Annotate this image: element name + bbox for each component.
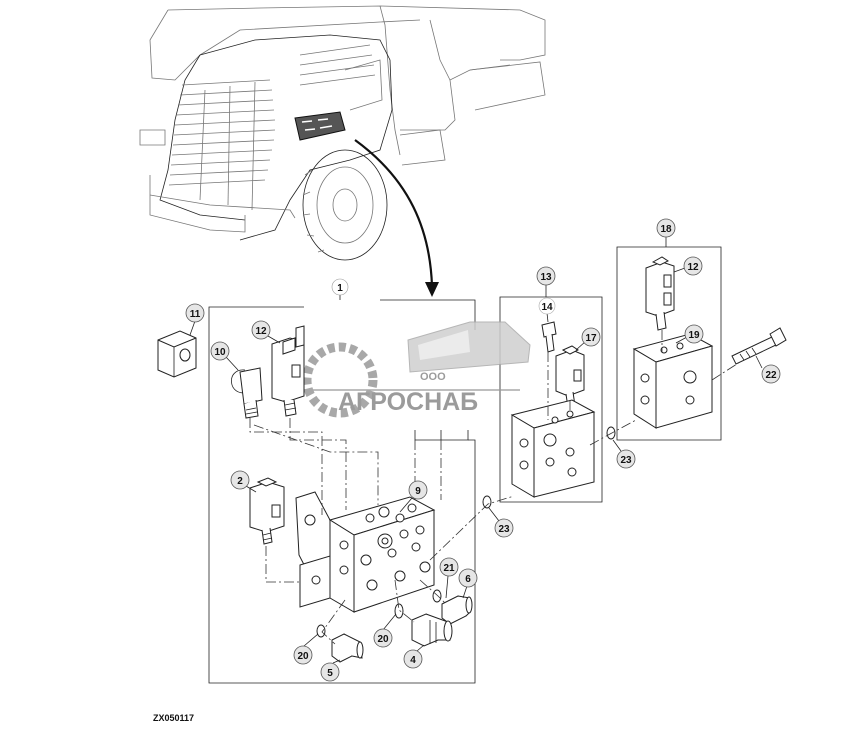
callout-21: 21 bbox=[439, 557, 459, 577]
assembly-13-frame bbox=[499, 296, 603, 503]
svg-text:9: 9 bbox=[415, 486, 421, 497]
callout-14: 14 bbox=[538, 297, 556, 315]
svg-text:4: 4 bbox=[410, 655, 416, 666]
bolt-part-22 bbox=[731, 327, 787, 365]
svg-text:17: 17 bbox=[585, 333, 597, 344]
svg-text:20: 20 bbox=[377, 634, 389, 645]
callout-2: 2 bbox=[230, 470, 250, 490]
svg-text:5: 5 bbox=[327, 668, 333, 679]
callout-19: 19 bbox=[684, 324, 704, 344]
solenoid-valve-part-17 bbox=[555, 345, 585, 409]
valve-block-part-9 bbox=[295, 491, 436, 613]
callout-20-left: 20 bbox=[293, 645, 313, 665]
o-ring-part-20-mid bbox=[394, 603, 404, 619]
fitting-part-5 bbox=[331, 633, 364, 663]
svg-text:11: 11 bbox=[190, 309, 201, 320]
location-arrow bbox=[354, 139, 439, 297]
o-ring-part-20-left bbox=[316, 624, 326, 638]
svg-text:23: 23 bbox=[498, 524, 510, 535]
svg-text:19: 19 bbox=[688, 330, 700, 341]
main-assembly-frame-top bbox=[380, 299, 476, 330]
valve-block-part-13 bbox=[510, 399, 596, 498]
callout-9: 9 bbox=[408, 480, 428, 500]
o-ring-part-23-lower bbox=[482, 495, 492, 509]
watermark-company-name: АГРОСНАБ bbox=[338, 388, 478, 416]
watermark: ООО АГРОСНАБ bbox=[300, 321, 531, 418]
callout-5: 5 bbox=[320, 662, 340, 682]
solenoid-valve-part-12-left bbox=[271, 325, 305, 417]
callout-17: 17 bbox=[581, 327, 601, 347]
valve-location-marker bbox=[294, 111, 346, 141]
callout-10: 10 bbox=[210, 341, 230, 361]
callout-23-upper: 23 bbox=[616, 449, 636, 469]
callout-balloons: 1 11 10 12 2 9 21 6 4 20 bbox=[185, 218, 781, 682]
o-ring-part-23-upper bbox=[606, 426, 616, 440]
solenoid-valve-part-12-right bbox=[645, 256, 675, 331]
bracket-t bbox=[414, 430, 469, 441]
svg-text:12: 12 bbox=[687, 262, 699, 273]
solenoid-coil-part-11 bbox=[157, 330, 197, 378]
svg-text:2: 2 bbox=[237, 476, 243, 487]
assembly-18-frame bbox=[616, 246, 722, 441]
tractor-grille bbox=[168, 79, 276, 211]
svg-text:23: 23 bbox=[620, 455, 632, 466]
callout-23-lower: 23 bbox=[494, 518, 514, 538]
svg-text:21: 21 bbox=[443, 563, 455, 574]
callout-12-left: 12 bbox=[251, 320, 271, 340]
solenoid-valve-part-2 bbox=[249, 477, 285, 545]
svg-text:10: 10 bbox=[214, 347, 226, 358]
bolt-part-14 bbox=[541, 321, 557, 353]
assembly-centerlines bbox=[249, 330, 741, 645]
fitting-part-6 bbox=[441, 595, 473, 625]
callout-18: 18 bbox=[656, 218, 676, 238]
fitting-part-4 bbox=[411, 613, 453, 647]
watermark-prefix: ООО bbox=[420, 371, 446, 383]
svg-text:13: 13 bbox=[540, 272, 552, 283]
callout-4: 4 bbox=[403, 649, 423, 669]
svg-text:14: 14 bbox=[541, 302, 553, 313]
svg-text:18: 18 bbox=[660, 224, 672, 235]
callout-20-mid: 20 bbox=[373, 628, 393, 648]
tractor-side-vents bbox=[299, 44, 383, 111]
callout-22: 22 bbox=[761, 364, 781, 384]
svg-text:12: 12 bbox=[255, 326, 267, 337]
callout-11: 11 bbox=[185, 303, 205, 323]
callout-leaders bbox=[189, 237, 763, 664]
pressure-switch-part-10 bbox=[231, 367, 263, 419]
svg-text:22: 22 bbox=[765, 370, 777, 381]
callout-13: 13 bbox=[536, 266, 556, 286]
tractor-illustration bbox=[139, 5, 546, 261]
o-ring-part-21 bbox=[432, 589, 442, 603]
callout-1: 1 bbox=[331, 278, 349, 296]
callout-12-right: 12 bbox=[683, 256, 703, 276]
tractor-front-wheel bbox=[302, 149, 388, 261]
valve-block-part-19 bbox=[632, 333, 714, 429]
svg-text:20: 20 bbox=[297, 651, 309, 662]
svg-text:1: 1 bbox=[337, 283, 343, 294]
callout-6: 6 bbox=[458, 568, 478, 588]
figure-id: ZX050117 bbox=[153, 713, 194, 723]
svg-text:6: 6 bbox=[465, 574, 471, 585]
main-assembly-frame bbox=[208, 306, 476, 684]
